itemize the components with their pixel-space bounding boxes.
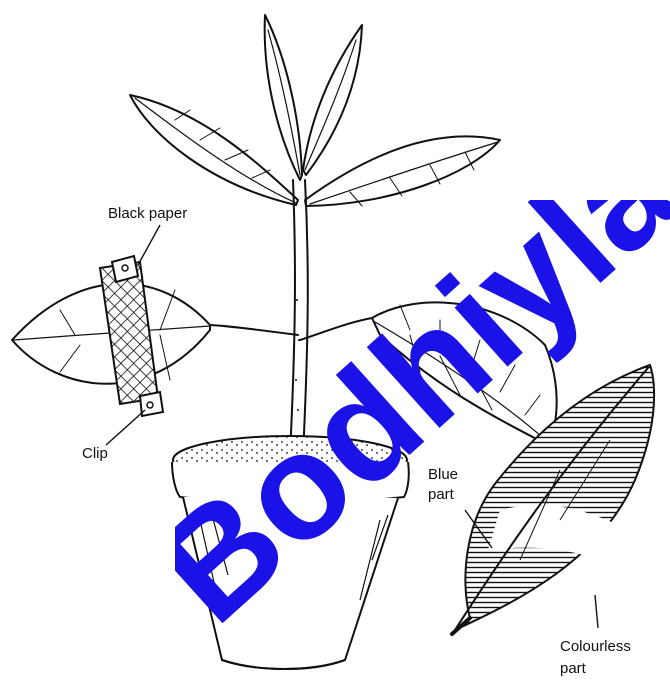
black-paper-strip [100,256,163,416]
colourless-pointer [595,595,598,628]
clip-pointer [106,410,145,445]
label-colourless-part-line1: Colourless [560,638,631,655]
stem [290,180,295,455]
label-black-paper: Black paper [108,205,187,222]
label-colourless-part-line2: part [560,660,586,677]
label-clip: Clip [82,445,108,462]
label-blue-part-line2: part [428,486,454,503]
pot [172,436,409,669]
black-paper-pointer [138,225,160,265]
upper-left-leaf [130,95,298,205]
right-leaf [372,302,557,445]
detached-leaf [452,365,654,634]
label-blue-part-line1: Blue [428,466,458,483]
